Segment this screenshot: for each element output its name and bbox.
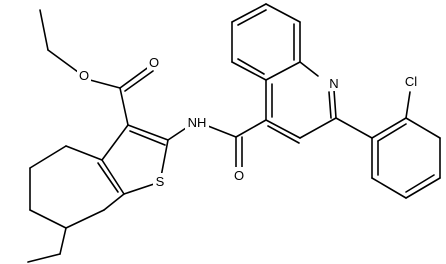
thiophene-sulfur-label: S [156,174,165,189]
label-bg [185,114,209,130]
amide-nh-label: NH [188,115,207,130]
bond [405,91,411,119]
bond [119,65,151,89]
bond [65,209,105,229]
bond [405,117,441,139]
ether-oxygen-label: O [79,68,89,83]
bond [47,49,79,73]
atom-labels: O O NH S N Cl O [77,54,422,189]
bond [328,91,332,119]
bond [267,125,300,144]
bond [235,119,267,138]
quinoline-ring [231,3,337,144]
ester-oxygen-label: O [149,55,159,70]
bond [299,61,319,77]
chlorine-label: Cl [405,74,417,89]
bond [124,70,154,92]
amide-oxygen-label: O [234,168,244,183]
bond [265,61,301,81]
bond [89,79,121,89]
quinoline-nitrogen-label: N [329,76,338,91]
chlorophenyl-ring [335,91,441,199]
bond [39,9,49,51]
bond [127,124,169,141]
bond [27,253,61,263]
label-bg [147,54,161,70]
bond [335,117,373,139]
bond [371,117,407,139]
bond [405,174,435,193]
bond [231,61,267,81]
bond [129,130,166,146]
bond [265,3,301,23]
bond [231,3,267,23]
bond [377,123,407,142]
bond [101,159,125,195]
label-bg [326,75,342,91]
cyclohexene-ring [27,145,125,263]
bond [119,87,129,126]
bond [207,125,237,138]
bond [333,89,337,119]
bond [405,177,441,199]
amide-linker [167,119,267,169]
bond [237,58,265,75]
bond [29,209,67,229]
bond [237,9,267,26]
bond [103,193,125,211]
bond [299,117,337,139]
label-bg [153,173,167,189]
bond [97,162,119,193]
bond [101,124,129,161]
bond [65,145,103,161]
bond [167,127,187,141]
label-bg [77,67,91,83]
bond [59,227,67,255]
bond [371,177,407,199]
bond [29,145,67,169]
label-bg [400,73,422,89]
bond [265,119,301,139]
ethyl-ester-group [39,9,154,126]
label-bg [232,167,246,183]
